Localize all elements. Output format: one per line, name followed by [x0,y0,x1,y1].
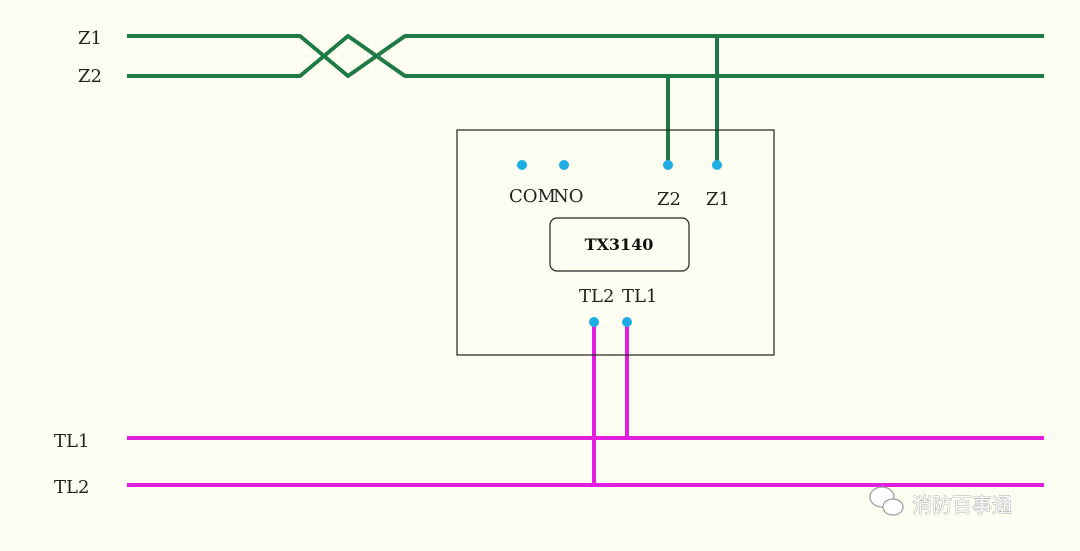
terminal-no [559,160,569,170]
z2-line [127,34,1044,78]
wechat-icon [869,486,904,516]
terminal-z1-label: Z1 [706,189,730,210]
model-label: TX3140 [585,235,654,254]
terminal-no-label: NO [553,186,584,207]
terminal-tl1 [622,317,632,327]
terminal-com-label: COM [509,186,556,207]
terminal-com [517,160,527,170]
watermark: 消防百事通 [869,486,1012,517]
model-plate [549,217,690,272]
tl1-bus-label: TL1 [54,431,89,452]
z2-bus-label: Z2 [78,66,102,87]
terminal-z2 [663,160,673,170]
watermark-text: 消防百事通 [912,493,1012,517]
terminal-tl1-label: TL1 [622,286,657,307]
terminal-z2-label: Z2 [657,189,681,210]
z1-line [127,34,1044,78]
module-box [456,129,775,356]
tl-bus [127,322,1044,487]
z1-bus-label: Z1 [78,28,102,49]
terminal-tl2-label: TL2 [579,286,614,307]
tl2-bus-label: TL2 [54,477,89,498]
z-bus [127,34,1044,165]
terminal-z1 [712,160,722,170]
terminal-tl2 [589,317,599,327]
